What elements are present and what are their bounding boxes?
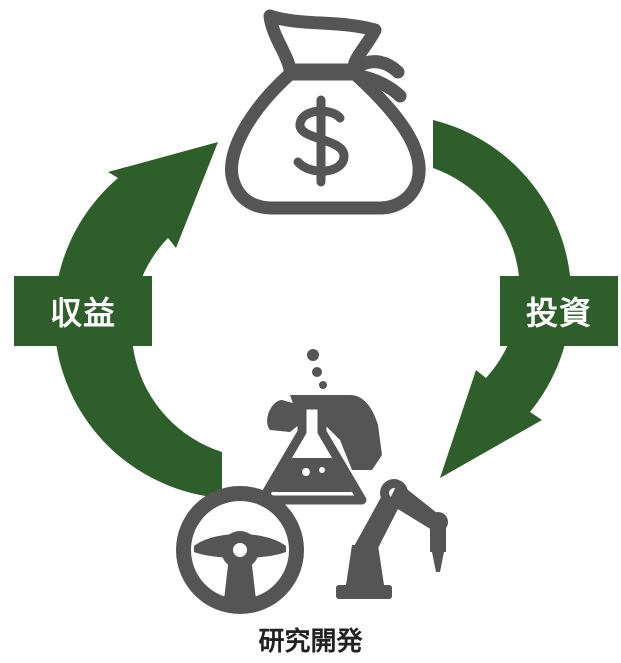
investment-label: 投資	[525, 294, 592, 332]
money-bag-icon	[225, 9, 426, 215]
revenue-arrow	[54, 142, 223, 498]
robot-arm-icon	[336, 479, 448, 599]
investment-label-box	[500, 276, 618, 346]
rnd-caption: 研究開発	[258, 627, 363, 657]
flask-in-hand-icon	[257, 349, 382, 505]
revenue-label: 収益	[49, 294, 116, 332]
steering-wheel-icon	[176, 486, 304, 614]
revenue-label-box	[14, 276, 152, 346]
investment-arrow	[433, 120, 572, 478]
